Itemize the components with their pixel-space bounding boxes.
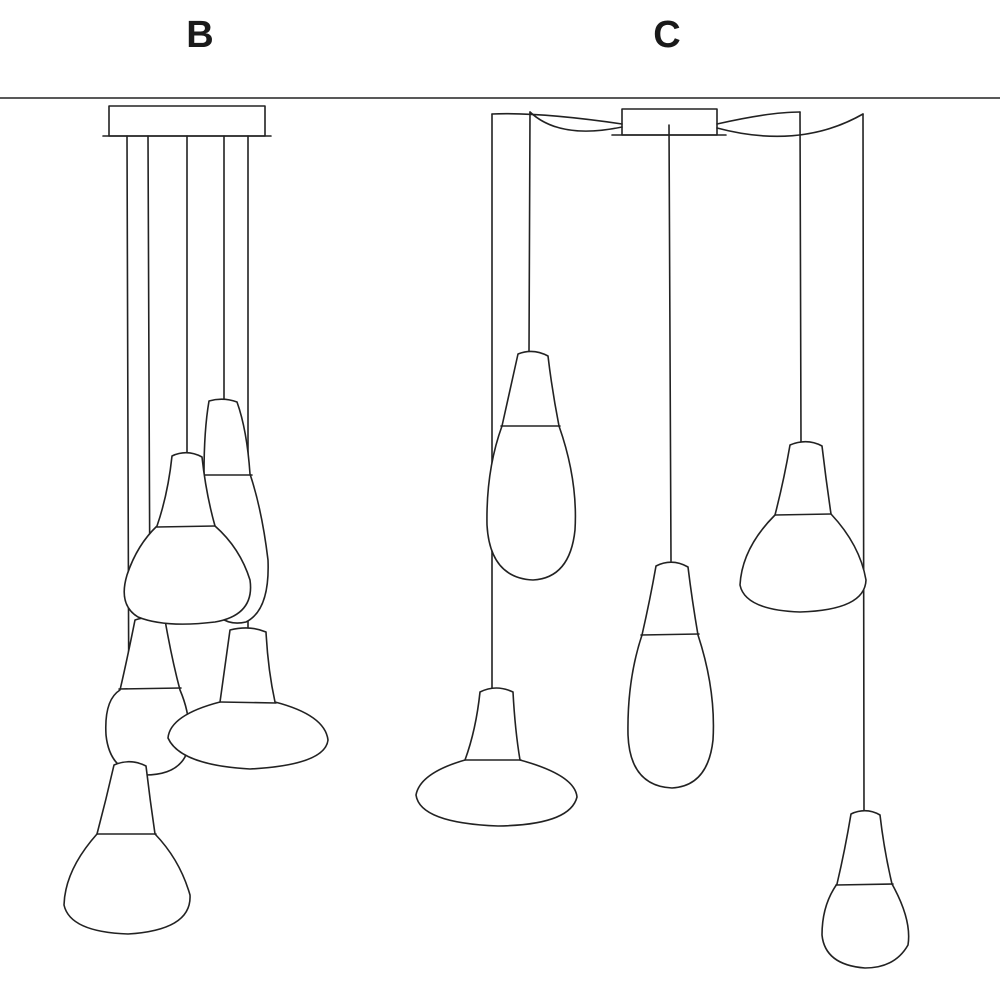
pendant-b-bell <box>123 451 252 625</box>
cable-c-5 <box>862 113 865 811</box>
pendant-b-bell-seam <box>156 525 216 528</box>
cable-swag-c-3 <box>716 111 801 125</box>
variant-label-b: B <box>186 14 214 56</box>
pendant-c-right <box>739 440 867 613</box>
cable-c-3 <box>668 124 672 562</box>
pendant-c-right-seam <box>774 513 832 516</box>
pendant-c-center <box>627 561 715 789</box>
pendant-c-center-seam <box>640 633 700 636</box>
pendant-b-wide-seam <box>219 701 277 704</box>
variant-b-cluster <box>63 105 329 935</box>
pendant-b-wide <box>167 627 329 770</box>
cable-c-2 <box>528 111 531 354</box>
canopy-b <box>108 105 266 137</box>
pendant-b-back <box>104 616 190 776</box>
cable-swag-c-2 <box>491 112 623 125</box>
variant-c-cluster <box>415 108 910 969</box>
pendant-b-low <box>63 760 191 935</box>
cable-c-4 <box>799 111 802 443</box>
pendant-c-lower-left <box>415 687 578 827</box>
pendant-b-back-seam <box>118 687 182 690</box>
pendant-c-upper-left <box>486 350 577 581</box>
cable-swag-c-4 <box>716 113 864 138</box>
pendant-c-lower-right <box>821 809 910 969</box>
variant-label-c: C <box>653 14 681 56</box>
cable-swag-c-1 <box>529 111 623 132</box>
pendant-c-lower-right-seam <box>835 883 894 886</box>
